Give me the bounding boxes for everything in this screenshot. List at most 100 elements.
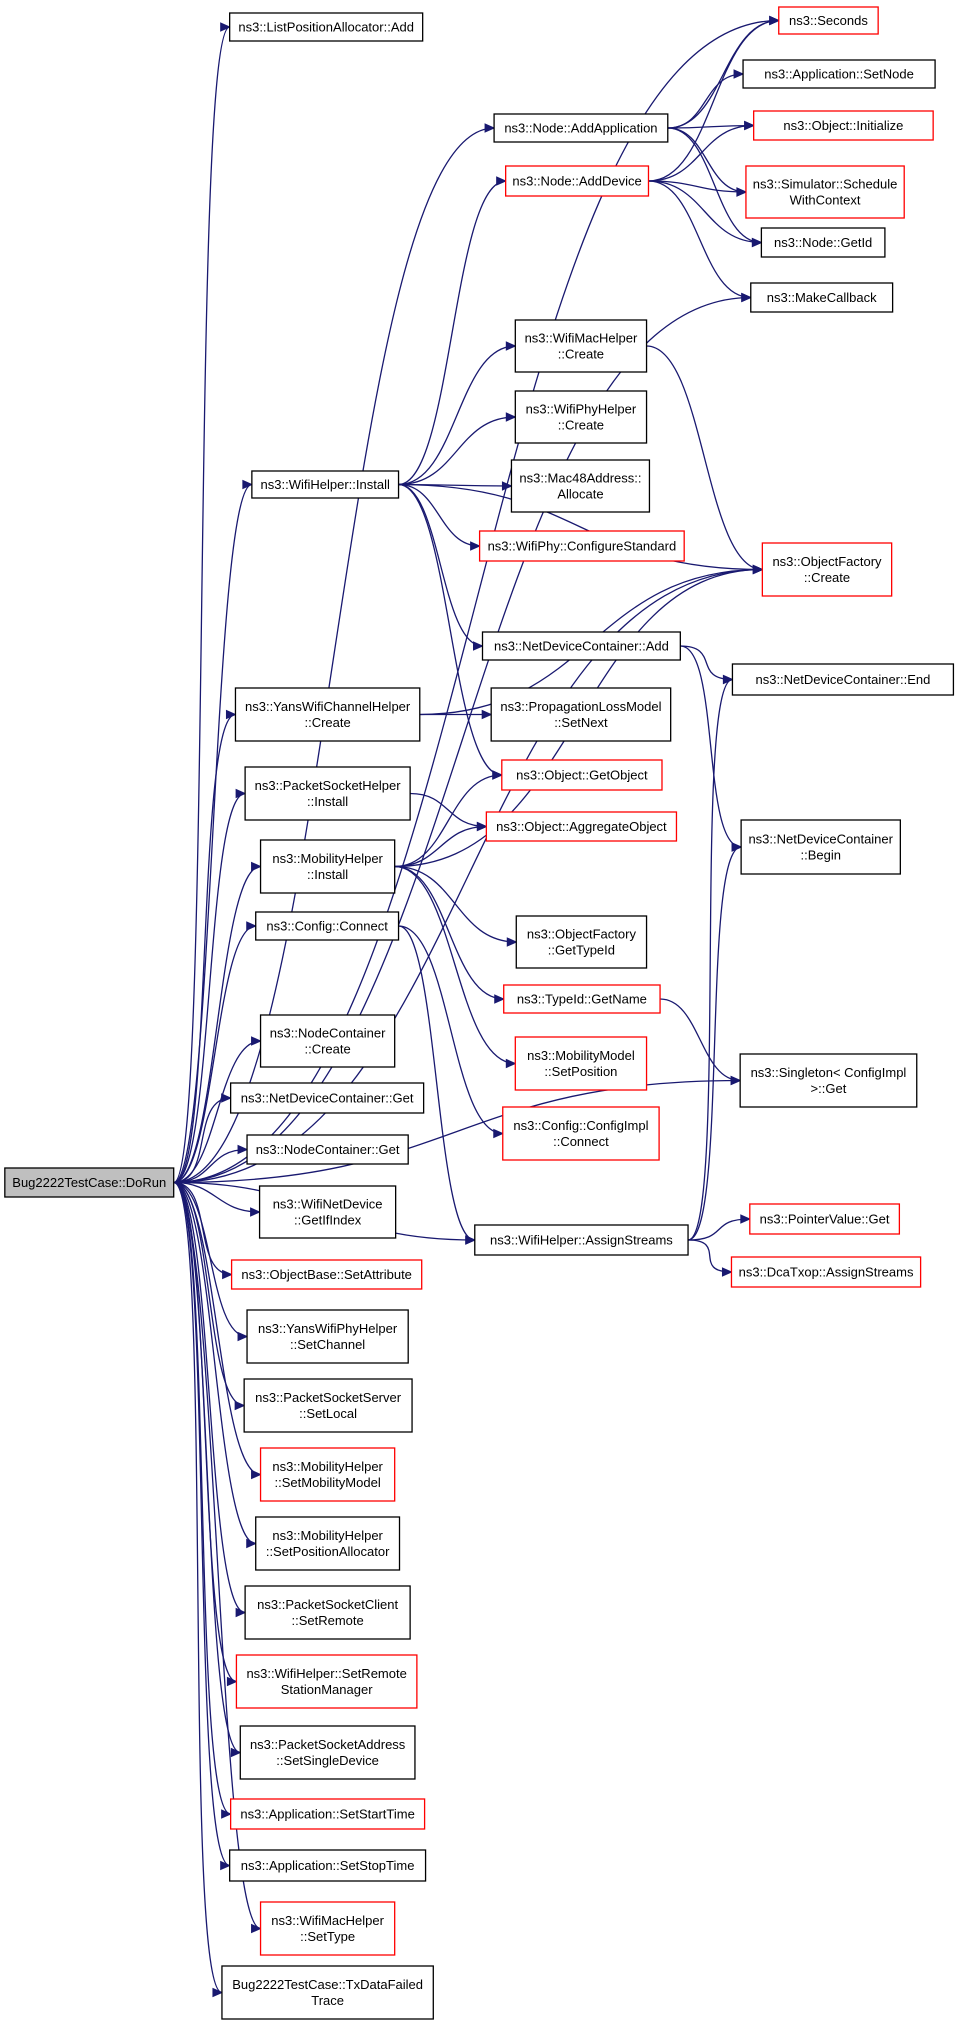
- node-objinit[interactable]: ns3::Object::Initialize: [753, 110, 934, 141]
- node-getobject[interactable]: ns3::Object::GetObject: [501, 759, 663, 791]
- node-root[interactable]: Bug2222TestCase::DoRun: [4, 1167, 175, 1198]
- edge-root-to-setmobmodel: [173, 1181, 262, 1480]
- node-mac48[interactable]: ns3::Mac48Address::Allocate: [510, 459, 651, 513]
- node-setattr[interactable]: ns3::ObjectBase::SetAttribute: [230, 1259, 423, 1290]
- node-label: ns3::DcaTxop::AssignStreams: [739, 1265, 914, 1280]
- edge-line: [394, 865, 504, 1000]
- node-box: [258, 1185, 397, 1239]
- node-setstop[interactable]: ns3::Application::SetStopTime: [229, 1849, 427, 1882]
- node-mobinstall[interactable]: ns3::MobilityHelper::Install: [259, 839, 396, 894]
- node-setstart[interactable]: ns3::Application::SetStartTime: [229, 1798, 426, 1830]
- edge-line: [648, 180, 746, 193]
- node-getid[interactable]: ns3::Node::GetId: [760, 227, 886, 258]
- edge-line: [680, 645, 733, 681]
- node-singleton[interactable]: ns3::Singleton< ConfigImpl>::Get: [739, 1053, 918, 1108]
- edge-root-to-listpos: [173, 22, 231, 1184]
- node-dcatxop[interactable]: ns3::DcaTxop::AssignStreams: [730, 1256, 922, 1288]
- edge-typeidname-to-singleton: [660, 998, 742, 1086]
- node-setchannel[interactable]: ns3::YansWifiPhyHelper::SetChannel: [246, 1309, 409, 1364]
- node-label: StationManager: [281, 1682, 373, 1697]
- edge-arrowhead: [235, 1607, 247, 1618]
- node-ndcbegin[interactable]: ns3::NetDeviceContainer::Begin: [740, 819, 901, 875]
- edge-line: [173, 127, 495, 1184]
- node-label: >::Get: [811, 1081, 847, 1096]
- edge-line: [173, 925, 256, 1184]
- node-label: ns3::Seconds: [789, 13, 868, 28]
- node-settype[interactable]: ns3::WifiMacHelper::SetType: [259, 1901, 396, 1956]
- node-setsingledev[interactable]: ns3::PacketSocketAddress::SetSingleDevic…: [239, 1725, 416, 1780]
- node-pshinstall[interactable]: ns3::PacketSocketHelper::Install: [244, 766, 411, 821]
- node-wifiphycreate[interactable]: ns3::WifiPhyHelper::Create: [514, 390, 648, 444]
- node-objfactcreate[interactable]: ns3::ObjectFactory::Create: [761, 542, 893, 597]
- node-label: ::SetChannel: [290, 1337, 365, 1352]
- node-label: ns3::MobilityHelper: [272, 851, 383, 866]
- node-box: [255, 1516, 401, 1571]
- edge-mobinstall-to-aggregate: [394, 821, 488, 868]
- node-label: ns3::MobilityModel: [527, 1048, 635, 1063]
- node-box: [750, 282, 894, 313]
- node-label: ::Create: [304, 1042, 350, 1057]
- edge-root-to-pshinstall: [173, 788, 247, 1184]
- node-pointerget[interactable]: ns3::PointerValue::Get: [749, 1203, 901, 1235]
- edge-line: [648, 180, 762, 244]
- edge-line: [173, 1181, 246, 1614]
- node-makecb[interactable]: ns3::MakeCallback: [750, 282, 894, 313]
- node-listpos[interactable]: ns3::ListPositionAllocator::Add: [229, 12, 424, 42]
- node-aggregate[interactable]: ns3::Object::AggregateObject: [485, 811, 678, 842]
- node-setmobmodel[interactable]: ns3::MobilityHelper::SetMobilityModel: [259, 1447, 396, 1502]
- node-setposition[interactable]: ns3::MobilityModel::SetPosition: [514, 1036, 648, 1091]
- node-yanschcreate[interactable]: ns3::YansWifiChannelHelper::Create: [234, 687, 421, 742]
- node-box: [514, 1036, 648, 1091]
- edge-arrowhead: [721, 1267, 733, 1277]
- node-label: ns3::Config::ConfigImpl: [513, 1118, 648, 1133]
- node-box: [739, 1053, 918, 1108]
- node-ndcget[interactable]: ns3::NetDeviceContainer::Get: [229, 1082, 425, 1114]
- node-configimpl[interactable]: ns3::Config::ConfigImpl::Connect: [502, 1106, 660, 1161]
- node-label: ns3::TypeId::GetName: [517, 992, 647, 1007]
- node-adddevice[interactable]: ns3::Node::AddDevice: [505, 165, 650, 197]
- node-setposalloc[interactable]: ns3::MobilityHelper::SetPositionAllocato…: [255, 1516, 401, 1571]
- node-box: [251, 470, 400, 499]
- node-ofgettypeid[interactable]: ns3::ObjectFactory::GetTypeId: [515, 915, 648, 969]
- node-configconnect[interactable]: ns3::Config::Connect: [255, 911, 400, 941]
- edge-line: [398, 925, 503, 1135]
- node-assignstreams[interactable]: ns3::WifiHelper::AssignStreams: [474, 1224, 689, 1256]
- edge-root-to-setstart: [173, 1181, 232, 1819]
- node-label: ns3::NodeContainer: [270, 1026, 386, 1041]
- node-typeidname[interactable]: ns3::TypeId::GetName: [503, 984, 661, 1014]
- node-label: ns3::PacketSocketHelper: [255, 778, 402, 793]
- node-box: [259, 1014, 396, 1068]
- node-wifiinstall[interactable]: ns3::WifiHelper::Install: [251, 470, 400, 499]
- node-ifindex[interactable]: ns3::WifiNetDevice::GetIfIndex: [258, 1185, 397, 1239]
- node-setlocal[interactable]: ns3::PacketSocketServer::SetLocal: [243, 1378, 413, 1433]
- node-nccreate[interactable]: ns3::NodeContainer::Create: [259, 1014, 396, 1068]
- node-configstd[interactable]: ns3::WifiPhy::ConfigureStandard: [478, 530, 685, 562]
- node-label: ns3::WifiPhyHelper: [526, 402, 637, 417]
- node-setremote[interactable]: ns3::PacketSocketClient::SetRemote: [244, 1585, 411, 1640]
- edge-arrowhead: [505, 1058, 517, 1069]
- edge-wifiinstall-to-wifiphycreate: [398, 412, 517, 486]
- node-label: ns3::PacketSocketServer: [255, 1390, 402, 1405]
- edge-line: [398, 180, 506, 486]
- node-proploss[interactable]: ns3::PropagationLossModel::SetNext: [490, 687, 672, 742]
- node-label: ::Begin: [800, 848, 840, 863]
- node-wifimaccreate[interactable]: ns3::WifiMacHelper::Create: [514, 319, 648, 373]
- node-box: [760, 227, 886, 258]
- node-label: ::SetPosition: [544, 1064, 617, 1079]
- edge-arrowhead: [740, 1214, 752, 1224]
- node-setnode[interactable]: ns3::Application::SetNode: [742, 59, 936, 89]
- edge-line: [410, 792, 487, 828]
- edge-wifiinstall-to-adddevice: [398, 176, 507, 486]
- edge-line: [173, 1181, 261, 1476]
- edge-pshinstall-to-aggregate: [410, 792, 488, 832]
- node-ndcend[interactable]: ns3::NetDeviceContainer::End: [731, 663, 955, 696]
- node-addapp[interactable]: ns3::Node::AddApplication: [493, 113, 669, 143]
- edge-line: [648, 180, 751, 299]
- edge-line: [688, 1218, 750, 1241]
- node-seconds[interactable]: ns3::Seconds: [778, 6, 879, 35]
- node-ndcadd[interactable]: ns3::NetDeviceContainer::Add: [481, 631, 681, 661]
- node-ncget[interactable]: ns3::NodeContainer::Get: [246, 1134, 409, 1165]
